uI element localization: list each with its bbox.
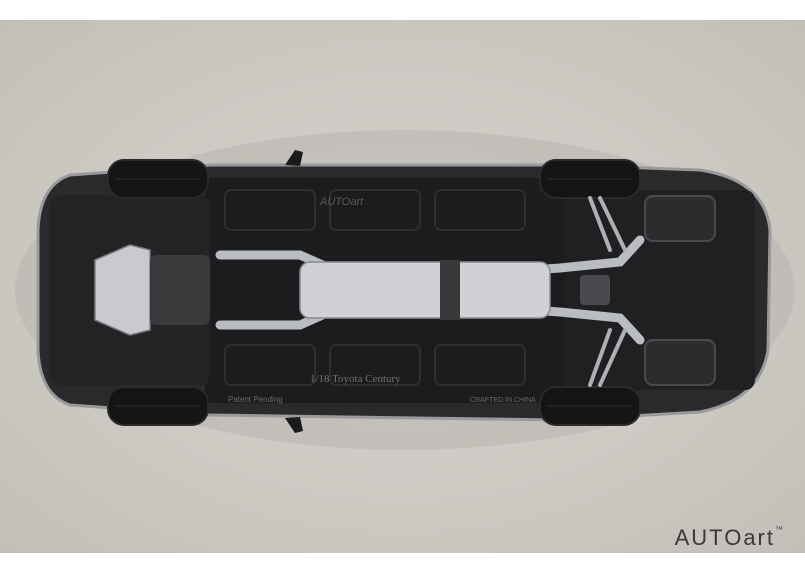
autoart-logo-text: AUTOart — [674, 525, 775, 550]
mirror-left — [285, 150, 303, 166]
tread-lines — [115, 178, 632, 407]
center-tunnel — [440, 260, 460, 320]
heat-shield — [299, 261, 551, 319]
autoart-logo-tm: ™ — [775, 525, 785, 534]
rear-muffler-right — [644, 339, 716, 386]
stamp-scale-model: 1/18 Toyota Century — [310, 373, 401, 385]
autoart-logo: AUTOart™ — [675, 525, 785, 551]
suspension-arms — [588, 196, 627, 387]
stamp-autoart: AUTOart — [319, 196, 364, 208]
stamp-patent: Patent Pending — [228, 395, 283, 404]
oil-pan — [150, 255, 210, 325]
engine-undertray — [94, 244, 151, 336]
stamp-crafted: CRAFTED IN CHINA — [470, 397, 536, 404]
floor-ribs — [224, 189, 526, 386]
rear-muffler-left — [644, 195, 716, 242]
differential — [580, 275, 610, 305]
wheels — [107, 159, 641, 426]
mirror-right — [285, 417, 303, 433]
